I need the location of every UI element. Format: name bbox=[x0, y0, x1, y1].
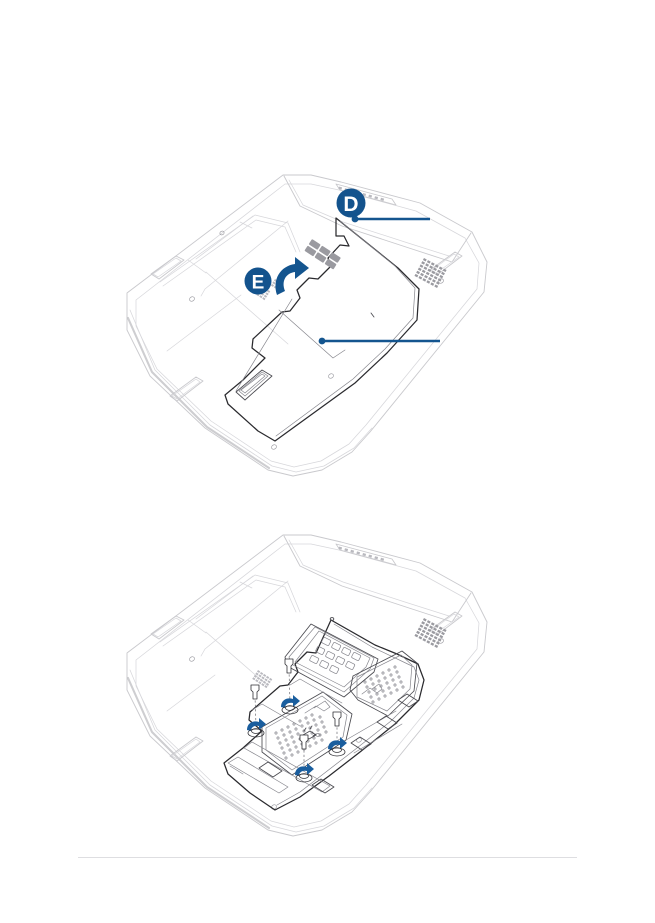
screw-4 bbox=[295, 734, 314, 783]
step-badge-e-label: E bbox=[252, 273, 265, 294]
screw-group bbox=[247, 658, 347, 783]
shield-plate-left bbox=[261, 691, 353, 776]
cover-vent-grille bbox=[304, 239, 341, 270]
memory-module bbox=[284, 617, 379, 698]
footer-rule bbox=[78, 857, 577, 859]
screw-2 bbox=[247, 684, 266, 738]
laptop-chassis-outline-top bbox=[126, 174, 488, 477]
lift-rotation-arrow bbox=[275, 257, 309, 295]
bottom-cover-panel bbox=[224, 217, 420, 442]
screw-1 bbox=[281, 658, 300, 715]
step-badge-d-label: D bbox=[343, 193, 358, 216]
step-badge-e: E bbox=[244, 267, 272, 295]
callout-cover-panel bbox=[318, 337, 440, 345]
step-badge-d: D bbox=[336, 188, 366, 218]
cover-vent-grille-small bbox=[253, 279, 284, 301]
shield-plate-right bbox=[349, 650, 418, 717]
internal-components bbox=[223, 617, 425, 811]
screw-3 bbox=[328, 711, 347, 757]
laptop-chassis-outline-bottom bbox=[126, 534, 488, 837]
callout-cover-corner bbox=[351, 215, 430, 223]
